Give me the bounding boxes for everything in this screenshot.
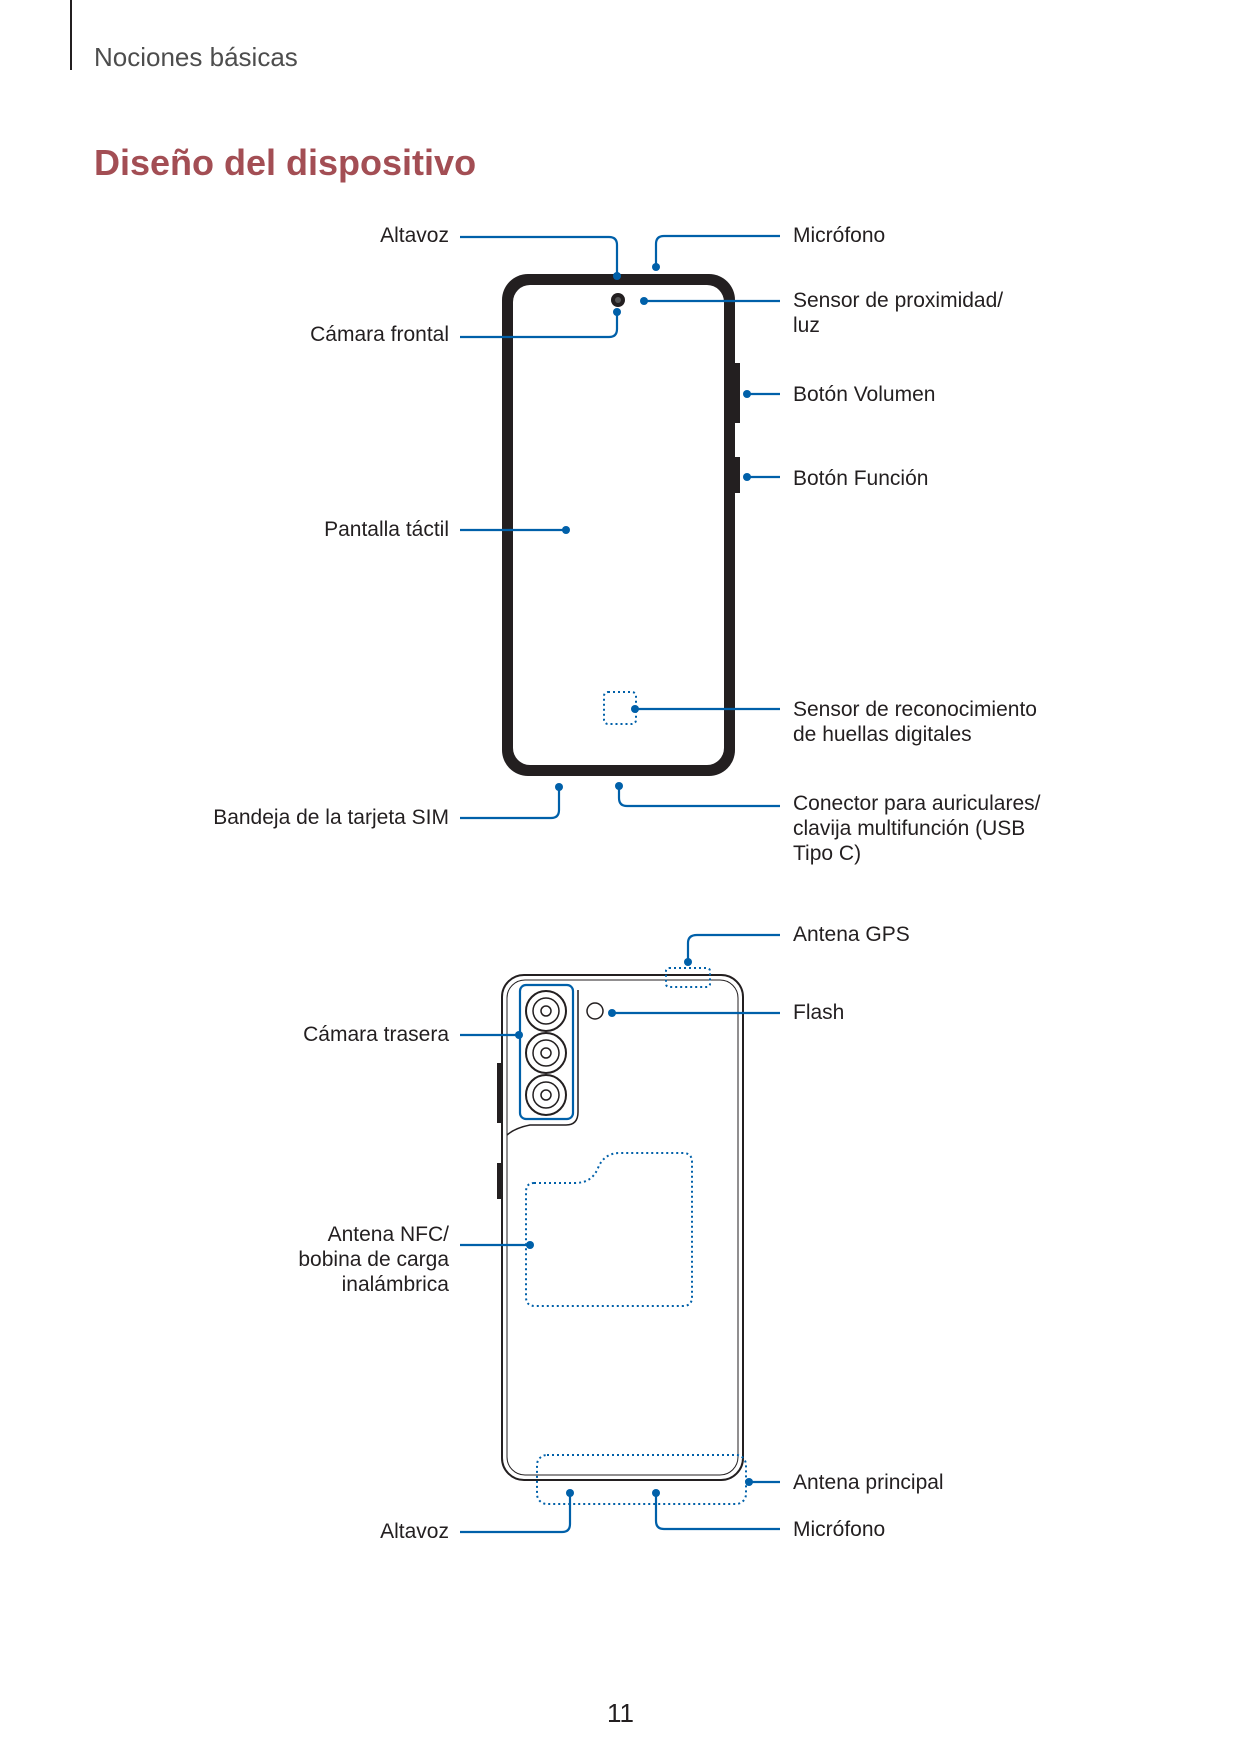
rear-lens-1: [525, 990, 567, 1032]
label-volume-button: Botón Volumen: [793, 383, 936, 406]
label-line: Sensor de proximidad/: [793, 289, 1004, 312]
label-line: bobina de carga: [298, 1248, 449, 1271]
front-phone-drawing: [502, 274, 740, 776]
callout-nfc-antenna: [460, 1241, 534, 1249]
callout-volume-button: [743, 390, 780, 398]
label-sim-tray: Bandeja de la tarjeta SIM: [213, 806, 449, 829]
callout-touchscreen: [460, 526, 570, 534]
label-usb-connector: Conector para auriculares/ clavija multi…: [793, 791, 1040, 866]
label-function-button: Botón Función: [793, 467, 929, 490]
label-line: Tipo C): [793, 842, 862, 865]
callout-rear-camera: [460, 1031, 523, 1039]
label-touchscreen: Pantalla táctil: [324, 518, 449, 541]
callout-back-microphone: [652, 1489, 780, 1531]
rear-lens-2: [525, 1032, 567, 1074]
label-line: inalámbrica: [341, 1273, 449, 1296]
label-front-microphone: Micrófono: [793, 224, 886, 247]
back-phone-drawing: [497, 967, 747, 1505]
label-gps-antenna: Antena GPS: [793, 923, 910, 946]
callout-proximity-sensor: [640, 297, 780, 305]
label-proximity-sensor: Sensor de proximidad/ luz: [793, 288, 1003, 338]
label-back-microphone: Micrófono: [793, 1518, 886, 1541]
page-number: 11: [607, 1698, 634, 1728]
callout-main-antenna: [745, 1478, 780, 1486]
label-back-speaker: Altavoz: [380, 1520, 449, 1543]
label-front-speaker: Altavoz: [380, 224, 449, 247]
page-title: Diseño del dispositivo: [94, 142, 477, 183]
callout-fingerprint-sensor: [631, 705, 780, 713]
label-line: Antena NFC/: [327, 1223, 449, 1246]
callout-back-speaker: [460, 1489, 574, 1534]
label-line: de huellas digitales: [793, 723, 972, 746]
label-line: Sensor de reconocimiento: [793, 698, 1037, 721]
callout-front-microphone: [652, 234, 780, 271]
callout-sim-tray: [460, 783, 563, 820]
section-header: Nociones básicas: [94, 42, 298, 72]
header-rule: [70, 0, 72, 70]
callout-flash: [608, 1009, 780, 1017]
callout-front-camera: [460, 308, 621, 339]
callout-function-button: [743, 473, 780, 481]
label-line: luz: [793, 314, 820, 337]
label-flash: Flash: [793, 1001, 845, 1024]
label-front-camera: Cámara frontal: [310, 323, 449, 346]
label-main-antenna: Antena principal: [793, 1471, 944, 1494]
callout-front-speaker: [460, 235, 621, 280]
label-nfc-antenna: Antena NFC/ bobina de carga inalámbrica: [298, 1222, 449, 1297]
label-line: Conector para auriculares/: [793, 792, 1041, 815]
label-fingerprint-sensor: Sensor de reconocimiento de huellas digi…: [793, 697, 1037, 747]
callout-gps-antenna: [684, 933, 780, 966]
rear-lens-3: [525, 1074, 567, 1116]
label-line: clavija multifunción (USB: [793, 817, 1026, 840]
callout-usb-connector: [615, 782, 780, 808]
label-rear-camera: Cámara trasera: [303, 1023, 449, 1046]
